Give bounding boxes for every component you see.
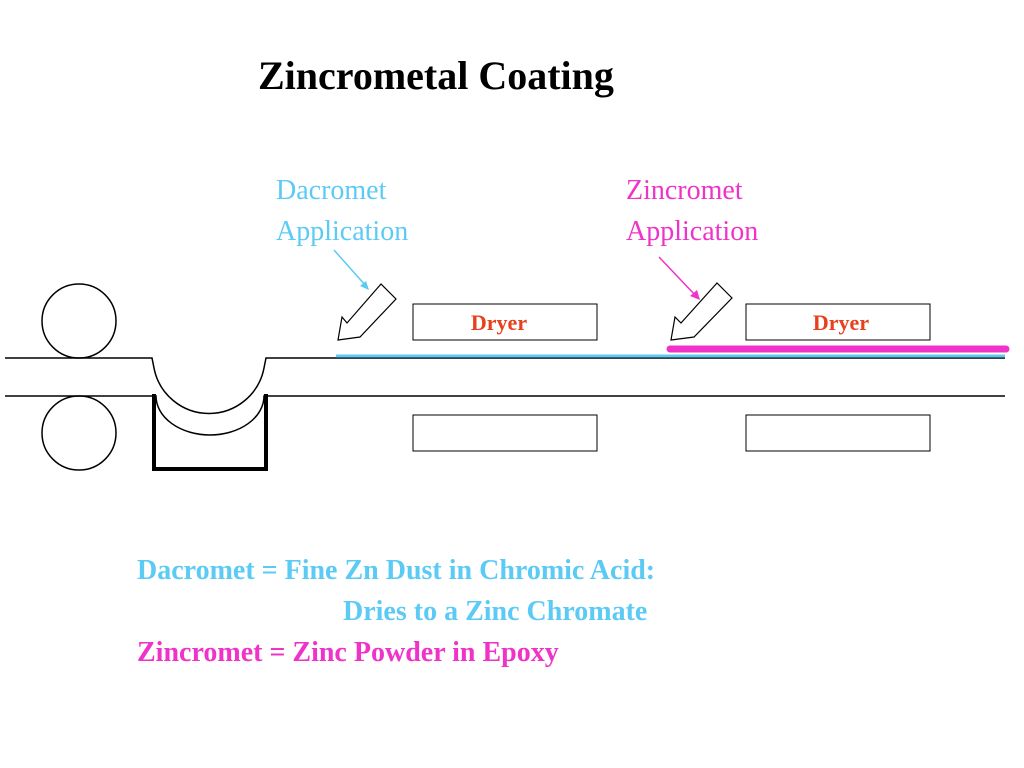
coating-bath-tank (152, 394, 268, 471)
dryer-box-1-bottom (412, 414, 598, 452)
strip-bottom-edge (5, 395, 1005, 436)
top-roller (41, 283, 117, 359)
dacromet-label-line2: Application (276, 216, 409, 247)
dacromet-pointer-arrowhead-icon (360, 281, 369, 290)
zincromet-label-line1: Zincromet (626, 175, 743, 206)
zincromet-applicator-arrow-icon (670, 282, 733, 341)
dryer-box-2-top (745, 303, 931, 341)
dacromet-definition: Dacromet = Fine Zn Dust in Chromic Acid: (137, 555, 656, 586)
dacromet-pointer-line (333, 249, 367, 287)
dryer-2-label: Dryer (813, 310, 869, 335)
bottom-roller (41, 395, 117, 471)
notes-block: Dacromet = Fine Zn Dust in Chromic Acid:… (137, 550, 655, 673)
zincromet-label-line2: Application (626, 216, 759, 247)
strip-top-edge (5, 357, 1005, 415)
slide-title: Zincrometal Coating (258, 53, 614, 98)
zincromet-pointer-arrowhead-icon (690, 290, 700, 300)
dryer-1-label: Dryer (471, 310, 527, 335)
dacromet-label-line1: Dacromet (276, 175, 387, 206)
dryer-box-1-top (412, 303, 598, 341)
dacromet-definition-continued: Dries to a Zinc Chromate (343, 596, 648, 627)
dacromet-applicator-arrow-icon (337, 283, 397, 341)
dacromet-application-label: Dacromet Application (276, 170, 408, 252)
zincromet-definition: Zincromet = Zinc Powder in Epoxy (137, 637, 559, 668)
dryer-box-2-bottom (745, 414, 931, 452)
zincromet-application-label: Zincromet Application (626, 170, 758, 252)
zincromet-pointer-line (658, 256, 697, 297)
